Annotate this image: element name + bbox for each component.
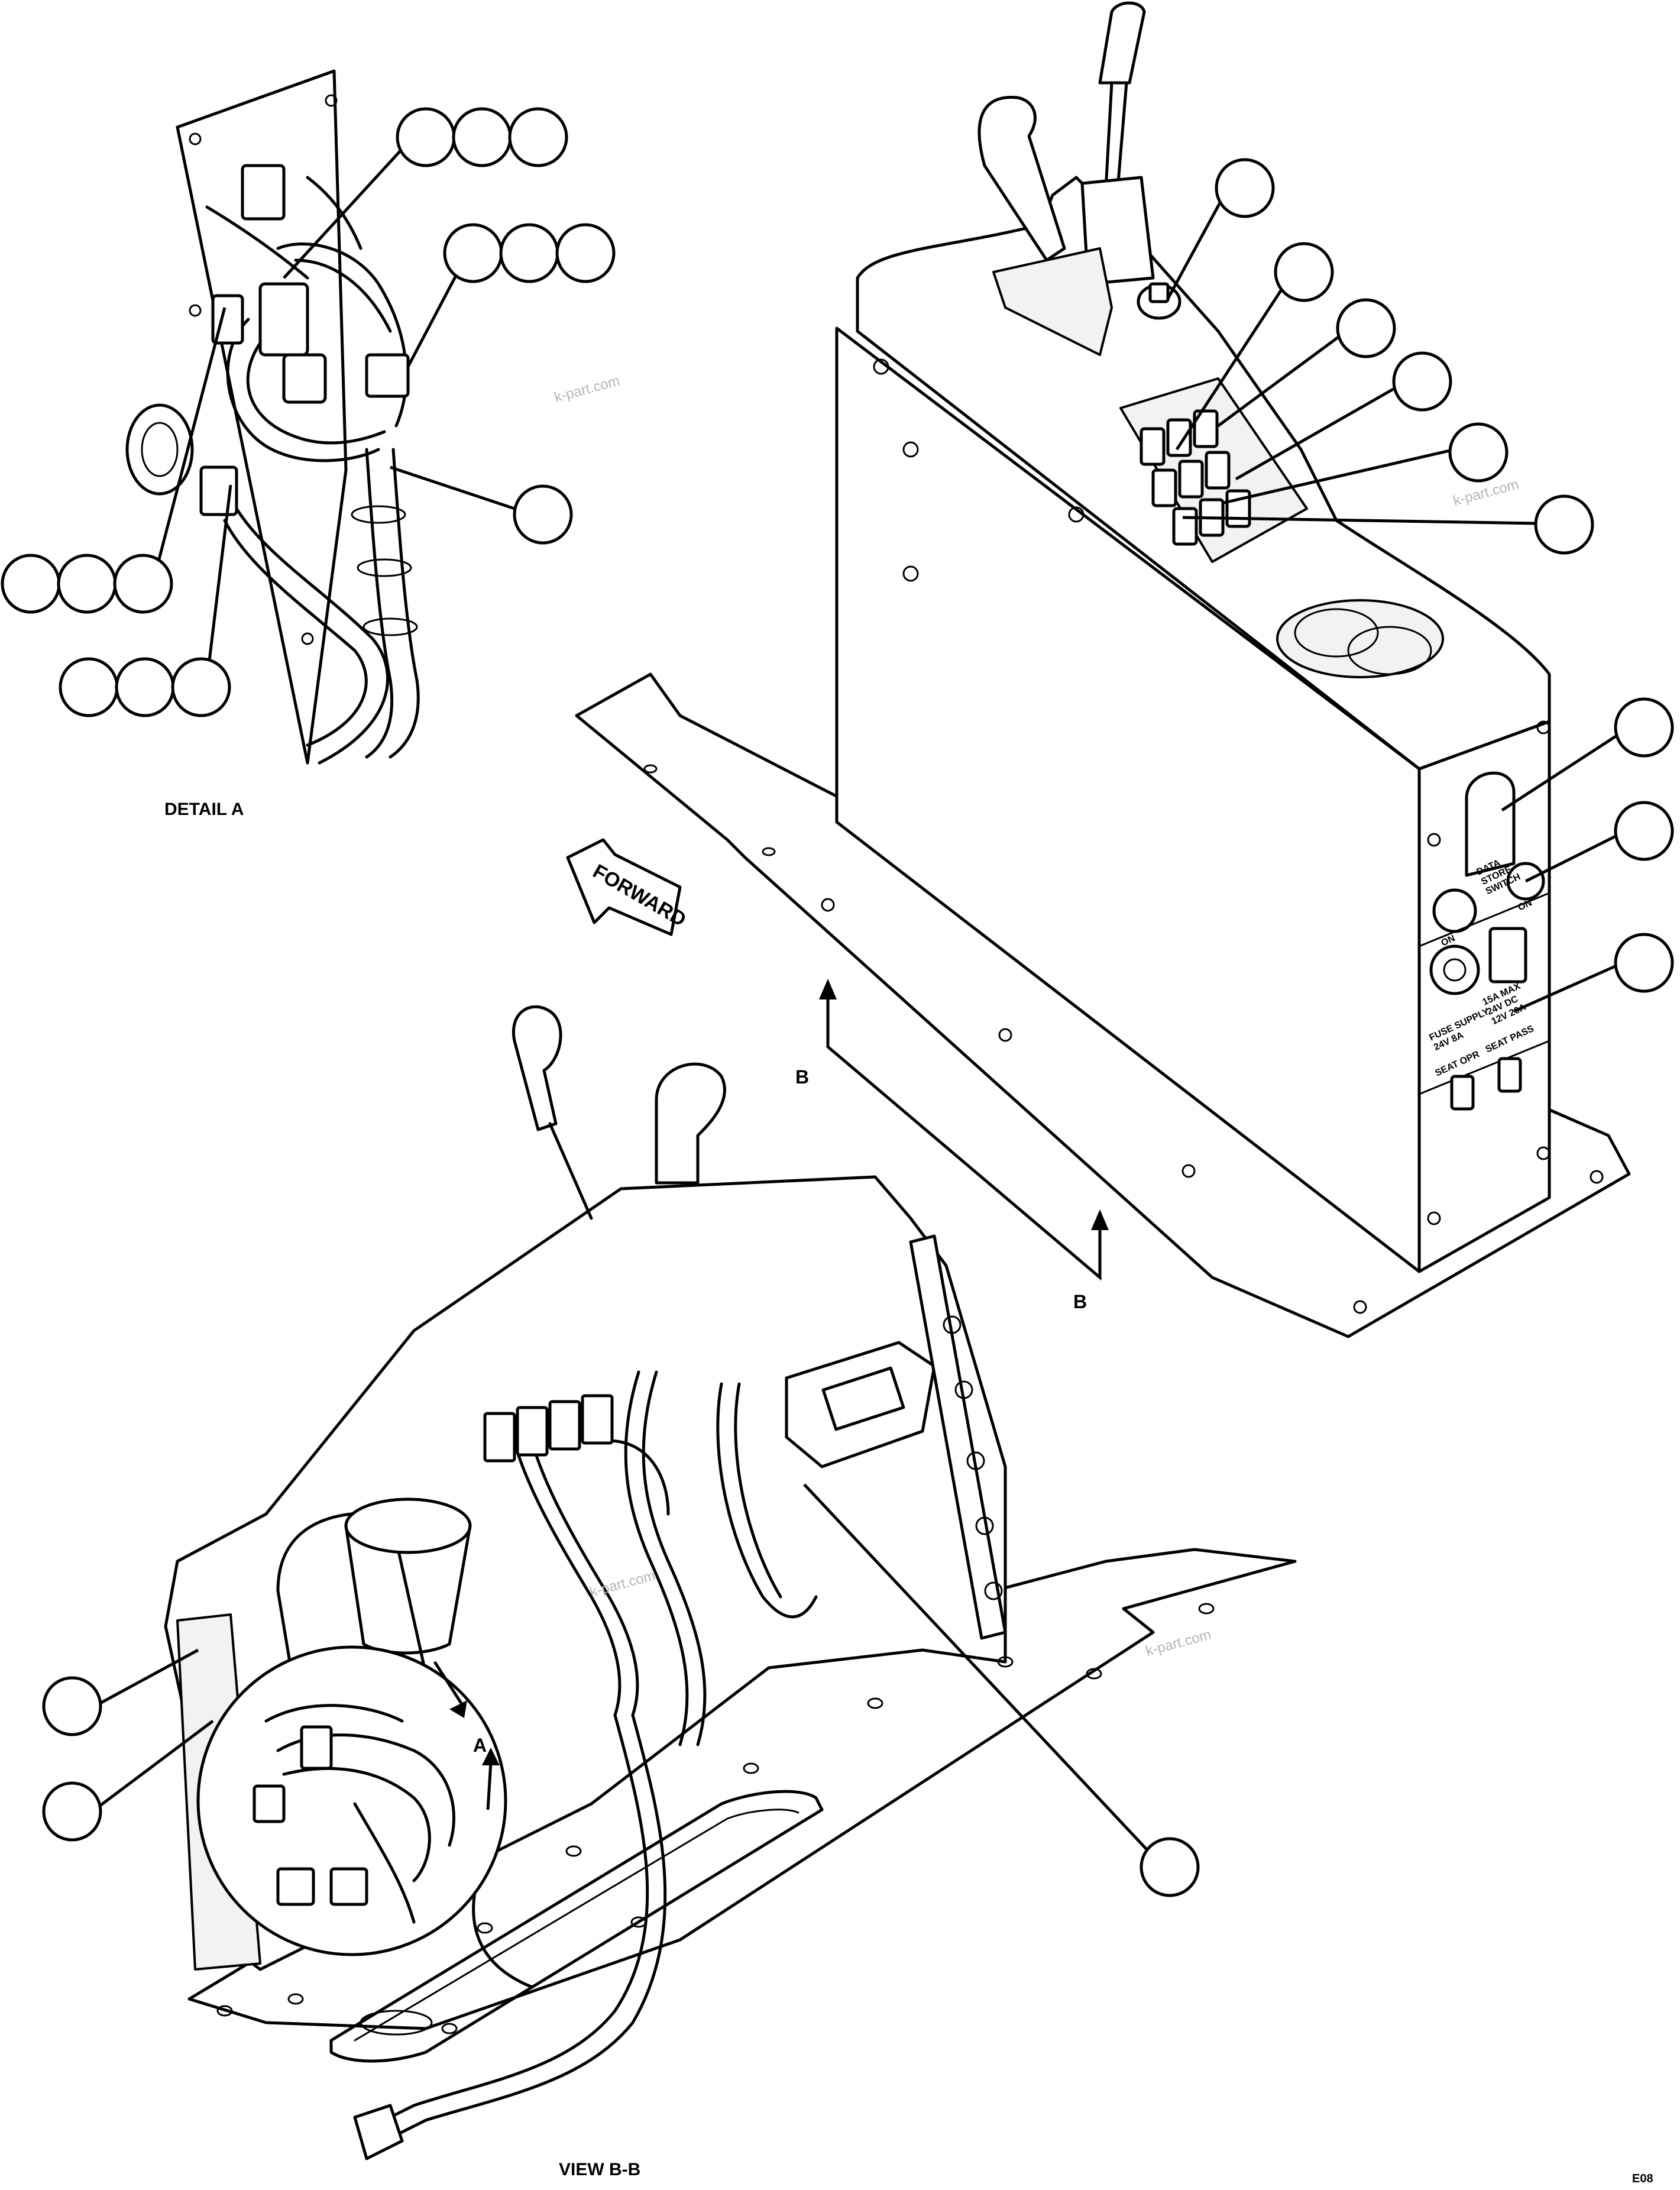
detail-a-marker: A xyxy=(473,1735,487,1756)
callout-bubble xyxy=(499,223,559,283)
callout-bubble xyxy=(443,223,503,283)
callout-bubble xyxy=(42,1781,102,1842)
watermark: k-part.com xyxy=(553,373,621,405)
callout-bubble xyxy=(1392,351,1452,412)
detail-a-callouts xyxy=(1,107,616,717)
callout-bubble xyxy=(59,657,119,717)
callout-bubble xyxy=(452,107,512,167)
callout-bubble xyxy=(555,223,616,283)
callout-bubble xyxy=(171,657,231,717)
view-bb-group: A xyxy=(164,1005,1297,2160)
console-callouts xyxy=(1166,158,1674,1013)
callout-bubble xyxy=(1534,494,1594,555)
section-bb-line: B B xyxy=(795,979,1109,1312)
section-b-top-label: B xyxy=(795,1066,809,1088)
view-bb-title: VIEW B-B xyxy=(559,2160,640,2179)
callout-bubble xyxy=(1614,801,1674,861)
callout-bubble xyxy=(57,554,117,614)
section-b-bottom-label: B xyxy=(1073,1291,1087,1312)
detail-a-group xyxy=(125,69,420,765)
callout-bubble xyxy=(1614,697,1674,758)
callout-bubble xyxy=(508,107,568,167)
callout-bubble xyxy=(513,484,573,545)
figure-id: E08 xyxy=(1632,2172,1653,2185)
callout-bubble xyxy=(113,554,173,614)
view-bb-callouts xyxy=(42,1483,1200,1897)
callout-bubble xyxy=(1336,298,1396,358)
callout-bubble xyxy=(396,107,456,167)
callout-bubble xyxy=(1614,933,1674,993)
console-group: DATA STORE SWITCH FUSE SUPPLY 24V 8A 15A… xyxy=(575,1,1631,1338)
callout-bubble xyxy=(1,554,61,614)
callout-bubble xyxy=(115,657,175,717)
callout-bubble xyxy=(42,1676,102,1736)
callout-bubble xyxy=(1215,158,1275,218)
forward-arrow: FORWARD xyxy=(566,838,690,936)
detail-a-title: DETAIL A xyxy=(164,800,244,819)
callout-bubble xyxy=(1448,422,1509,483)
callout-bubble xyxy=(1274,242,1334,302)
callout-bubble xyxy=(1140,1837,1200,1897)
